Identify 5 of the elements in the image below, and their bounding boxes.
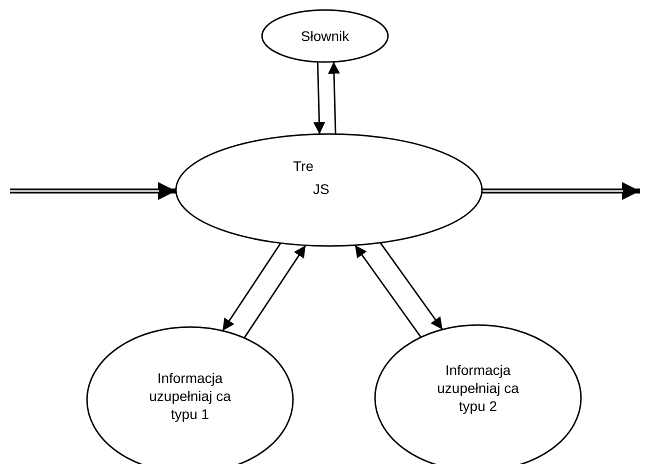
- node-label: Tre: [293, 157, 314, 175]
- node-label: Informacja uzupełniaj ca typu 1: [148, 369, 232, 423]
- node-label: JS: [313, 180, 330, 198]
- node-label: Słownik: [300, 27, 350, 45]
- node-label: Informacja uzupełniaj ca typu 2: [436, 361, 520, 415]
